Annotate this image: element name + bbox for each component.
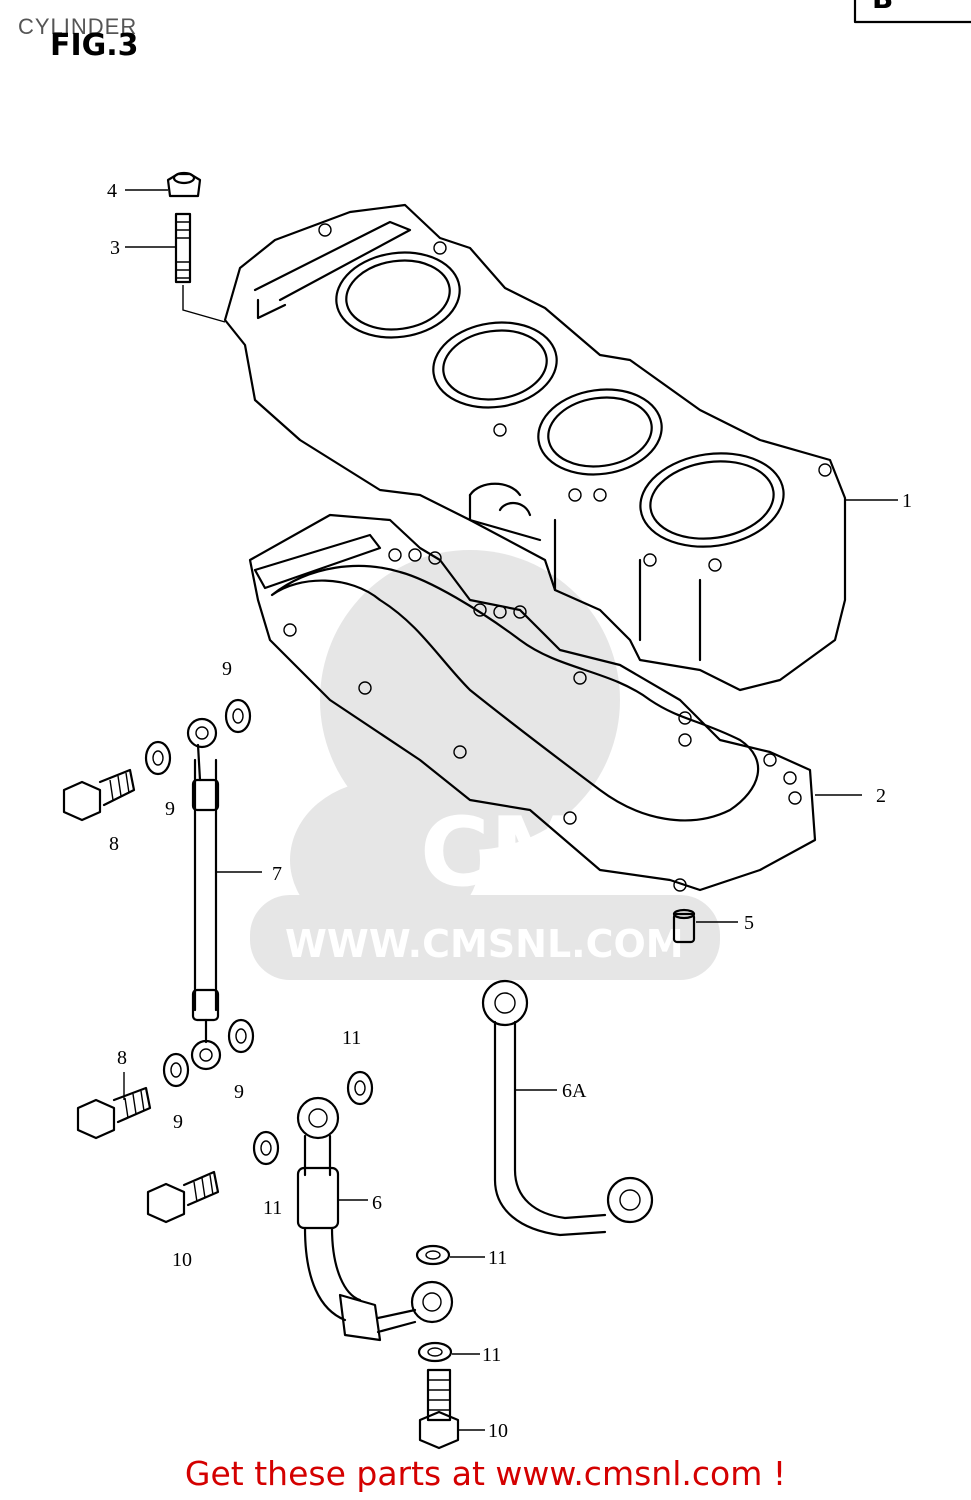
- callout-3: 3: [110, 237, 120, 259]
- callout-9a: 9: [222, 658, 232, 680]
- cms-watermark: CMS WWW.CMSNL.COM: [250, 550, 720, 980]
- cylinder-nut[interactable]: [166, 171, 202, 198]
- washer-11-c[interactable]: [415, 1244, 451, 1266]
- callout-9c: 9: [234, 1081, 244, 1103]
- callout-2: 2: [876, 785, 886, 807]
- figure-number: FIG.3: [50, 28, 139, 63]
- callout-10a: 10: [172, 1249, 192, 1271]
- cylinder-base-gasket[interactable]: [248, 513, 817, 892]
- union-bolt-10-a[interactable]: [146, 1170, 220, 1224]
- union-bolt-8-b[interactable]: [76, 1086, 152, 1140]
- washer-9-a[interactable]: [224, 698, 252, 734]
- washer-11-a[interactable]: [346, 1070, 374, 1106]
- callout-11c: 11: [488, 1247, 507, 1269]
- callout-7: 7: [272, 863, 282, 885]
- callout-10b: 10: [488, 1420, 508, 1442]
- washer-11-b[interactable]: [252, 1130, 280, 1166]
- washer-11-d[interactable]: [417, 1341, 453, 1363]
- callout-4: 4: [107, 180, 117, 202]
- callout-6: 6: [372, 1192, 382, 1214]
- cylinder-stud[interactable]: [174, 212, 226, 323]
- callout-11a: 11: [342, 1027, 361, 1049]
- callout-8b: 8: [117, 1047, 127, 1069]
- watermark-url: WWW.CMSNL.COM: [285, 922, 684, 966]
- parts-link-footer[interactable]: Get these parts at www.cmsnl.com !: [184, 1454, 787, 1493]
- washer-9-d[interactable]: [162, 1052, 190, 1088]
- callout-9b: 9: [165, 798, 175, 820]
- diagram-title: CYLINDER: [18, 14, 138, 39]
- corner-page-box: B: [853, 0, 971, 24]
- leader-lines: [123, 189, 898, 1431]
- callout-1: 1: [902, 490, 912, 512]
- cylinder-block[interactable]: [223, 203, 847, 692]
- callout-labels: 1 2 3 4 5 6 6A 7 8 8 9 9 9 9 10 10 11 11…: [107, 180, 912, 1442]
- washer-9-c[interactable]: [227, 1018, 255, 1054]
- callout-11d: 11: [482, 1344, 501, 1366]
- callout-8a: 8: [109, 833, 119, 855]
- callout-5: 5: [744, 912, 754, 934]
- corner-letter: B: [872, 0, 893, 15]
- dowel-pin[interactable]: [672, 908, 696, 944]
- callout-6a: 6A: [562, 1080, 587, 1102]
- oil-hose-7[interactable]: [186, 717, 222, 1071]
- union-bolt-10-b[interactable]: [418, 1368, 460, 1450]
- oil-pipe-6a[interactable]: [481, 979, 654, 1237]
- union-bolt-8-a[interactable]: [62, 768, 136, 822]
- oil-hose-6[interactable]: [296, 1096, 454, 1342]
- washer-9-b[interactable]: [144, 740, 172, 776]
- callout-9d: 9: [173, 1111, 183, 1133]
- callout-11b: 11: [263, 1197, 282, 1219]
